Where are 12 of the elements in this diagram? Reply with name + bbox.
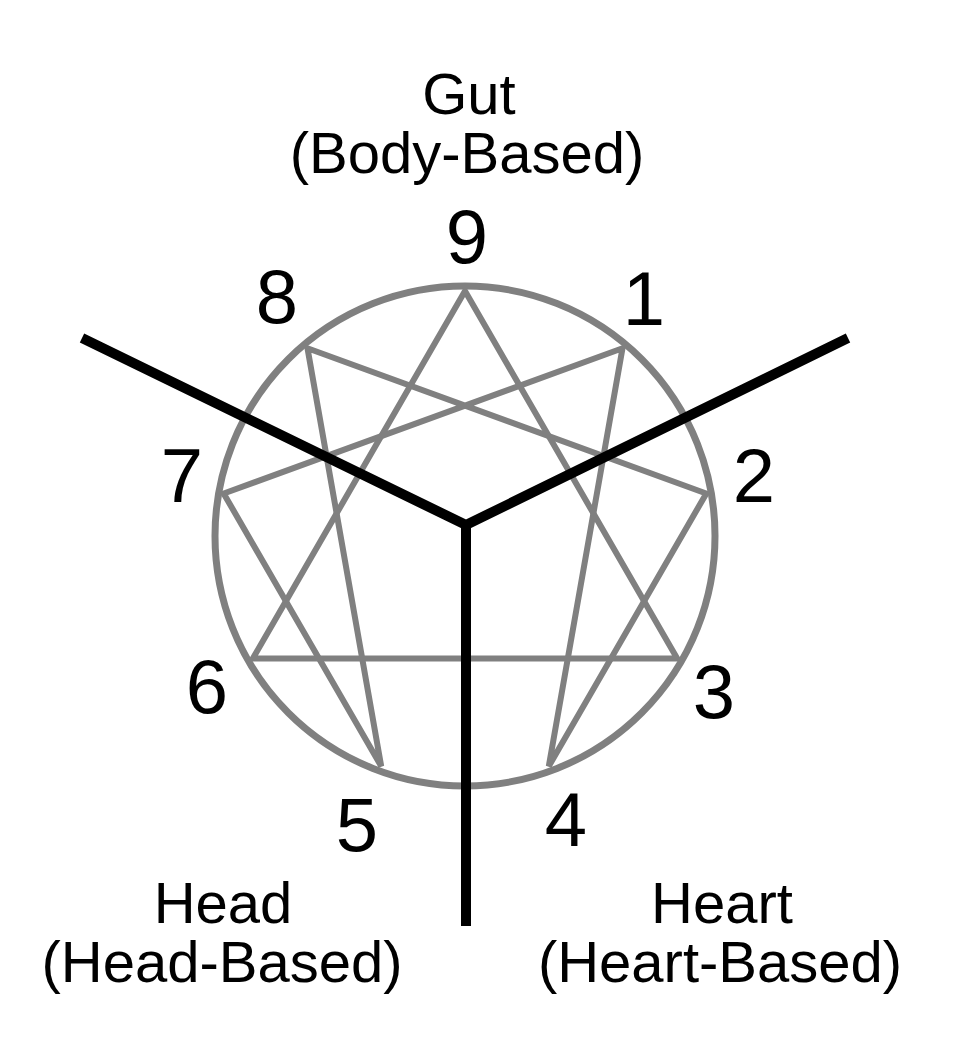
center-name: Head [153, 874, 293, 932]
point-number: 3 [692, 654, 736, 730]
point-number: 9 [445, 199, 489, 275]
point-number: 2 [732, 438, 776, 514]
point-number: 1 [622, 261, 666, 337]
center-name: Gut [422, 65, 516, 123]
point-number: 8 [255, 259, 299, 335]
point-number: 5 [335, 787, 379, 863]
point-number: 6 [185, 649, 229, 725]
point-number: 4 [544, 782, 588, 858]
point-number: 7 [160, 438, 204, 514]
center-name: Heart [651, 874, 793, 932]
